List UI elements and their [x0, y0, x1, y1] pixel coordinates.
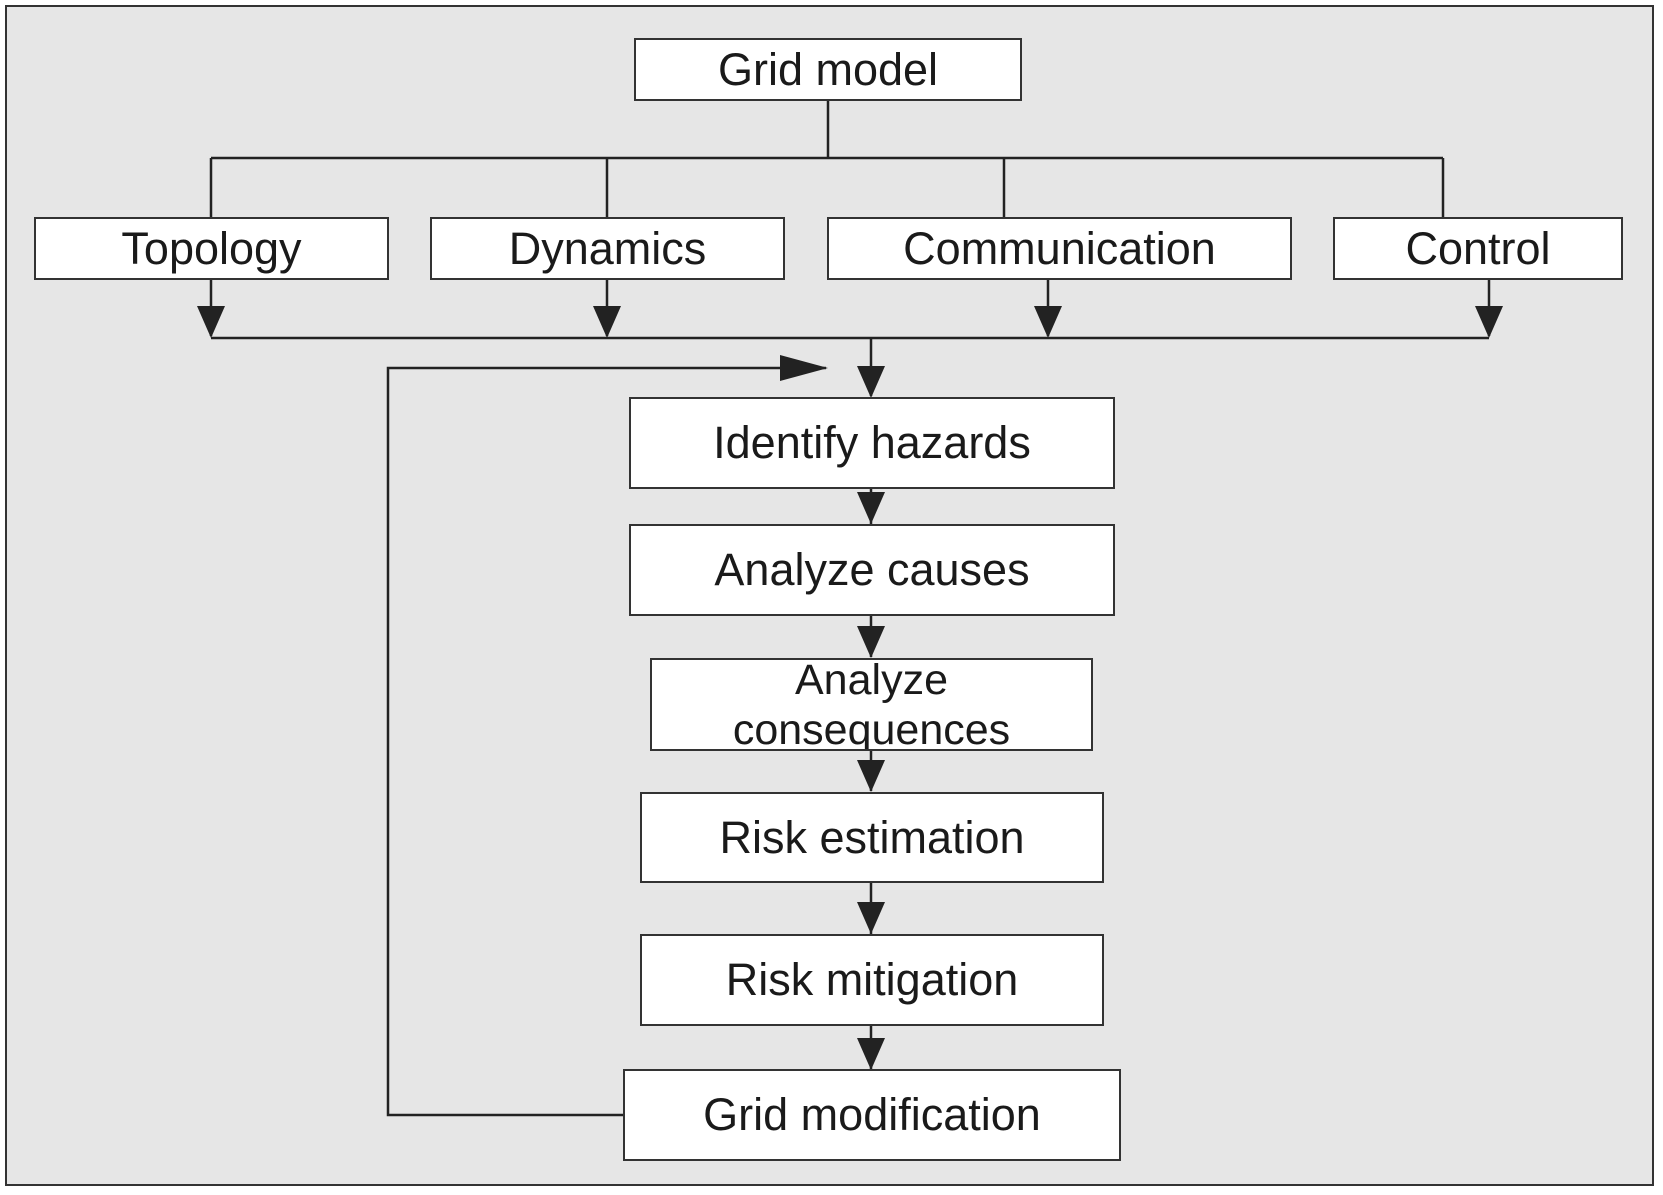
- node-topology: Topology: [34, 217, 389, 280]
- node-dynamics: Dynamics: [430, 217, 785, 280]
- node-risk-estimation: Risk estimation: [640, 792, 1104, 883]
- node-analyze-consequences-line2: consequences: [732, 705, 1011, 751]
- arrowhead-control: [1475, 306, 1503, 338]
- node-identify-hazards: Identify hazards: [629, 397, 1115, 489]
- node-grid-model: Grid model: [634, 38, 1022, 101]
- node-analyze-consequences: Analyze consequences: [650, 658, 1093, 751]
- node-analyze-consequences-line1: Analyze: [795, 658, 948, 704]
- arrowhead-dynamics: [593, 306, 621, 338]
- node-risk-mitigation: Risk mitigation: [640, 934, 1104, 1026]
- arrowheads: [197, 306, 1503, 1070]
- arrowhead-modification: [857, 1038, 885, 1070]
- arrowhead-communication: [1034, 306, 1062, 338]
- arrowhead-topology: [197, 306, 225, 338]
- node-communication: Communication: [827, 217, 1292, 280]
- arrowhead-mitigation: [857, 902, 885, 934]
- arrowhead-feedback: [780, 355, 828, 381]
- arrowhead-consequences: [857, 626, 885, 658]
- edge-feedback-loop: [386, 366, 826, 1117]
- node-control: Control: [1333, 217, 1623, 280]
- arrowhead-estimation: [857, 760, 885, 792]
- node-grid-modification: Grid modification: [623, 1069, 1121, 1161]
- arrowhead-causes: [857, 492, 885, 524]
- node-analyze-causes: Analyze causes: [629, 524, 1115, 616]
- arrowhead-identify: [857, 366, 885, 398]
